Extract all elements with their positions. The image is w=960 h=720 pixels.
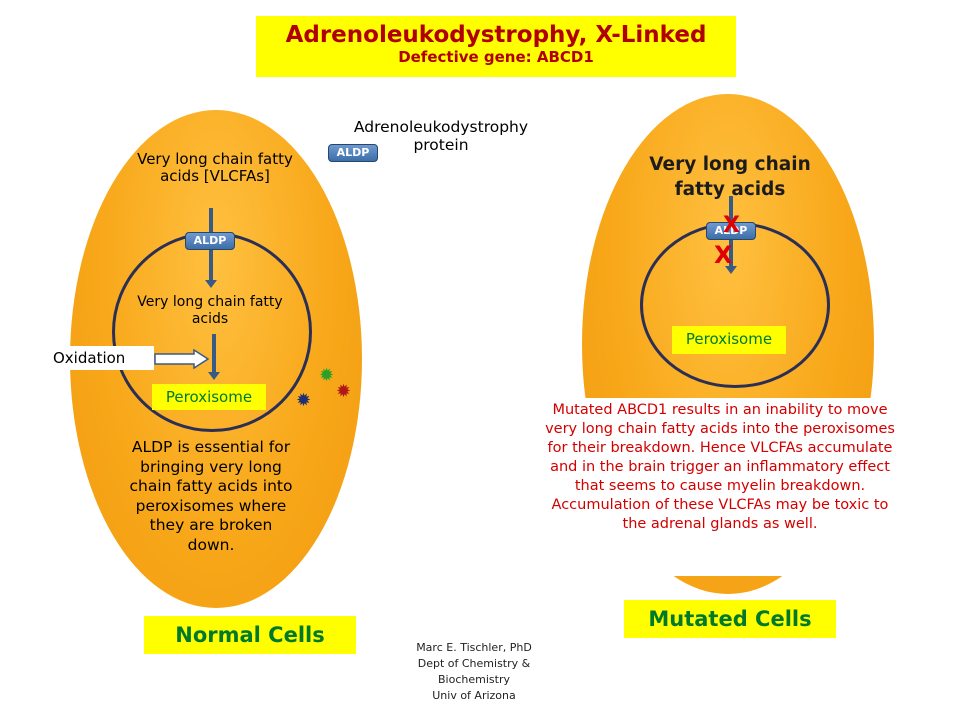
blocked-mark-icon: X <box>723 213 740 238</box>
red-gear-icon: ✹ <box>336 381 352 402</box>
mutated-aldp-badge: ALDP <box>706 222 756 240</box>
credit-line-2: Dept of Chemistry & <box>417 657 531 670</box>
normal-aldp-badge: ALDP <box>185 232 235 250</box>
legend-aldp-badge: ALDP <box>328 144 378 162</box>
page-title: Adrenoleukodystrophy, X-Linked <box>285 22 707 48</box>
credit-line-3: Biochemistry <box>438 673 510 686</box>
credit-line-1: Marc E. Tischler, PhD <box>416 641 532 654</box>
normal-caption-box: Normal Cells <box>144 616 356 654</box>
mutated-description: Mutated ABCD1 results in an inability to… <box>545 402 895 532</box>
title-banner: Adrenoleukodystrophy, X-Linked Defective… <box>256 16 736 77</box>
normal-caption: Normal Cells <box>175 623 325 647</box>
normal-vlcfa-inside: Very long chain fatty acids <box>137 294 283 327</box>
mutated-vlcfa-outside: Very long chain fatty acids <box>649 154 811 200</box>
mutated-caption: Mutated Cells <box>648 607 812 631</box>
credit-line-4: Univ of Arizona <box>432 689 516 702</box>
blue-gear-icon: ✹ <box>296 390 312 411</box>
legend-aldp-label: Adrenoleukodystrophy protein <box>353 118 529 154</box>
mutated-caption-box: Mutated Cells <box>624 600 836 638</box>
mutated-transport-arrowhead <box>725 266 737 274</box>
oxidation-box <box>50 346 154 370</box>
mutated-peroxisome-label: Peroxisome <box>672 326 786 354</box>
normal-description: ALDP is essential for bringing very long… <box>129 438 293 554</box>
normal-inner-arrowhead <box>208 372 220 380</box>
author-credit: Marc E. Tischler, PhD Dept of Chemistry … <box>384 640 564 704</box>
normal-peroxisome-label: Peroxisome <box>152 384 266 410</box>
blocked-mark-icon-2: X <box>714 241 733 269</box>
normal-inner-arrow <box>212 334 216 374</box>
mutated-peroxisome-membrane <box>640 222 830 388</box>
mutated-description-box <box>540 398 900 576</box>
page-subtitle: Defective gene: ABCD1 <box>398 48 594 66</box>
oxidation-label: Oxidation <box>53 349 126 367</box>
normal-vlcfa-outside: Very long chain fatty acids [VLCFAs] <box>137 150 293 185</box>
oxidation-arrow-icon <box>154 349 210 369</box>
green-gear-icon: ✹ <box>319 365 335 386</box>
normal-transport-arrowhead <box>205 280 217 288</box>
